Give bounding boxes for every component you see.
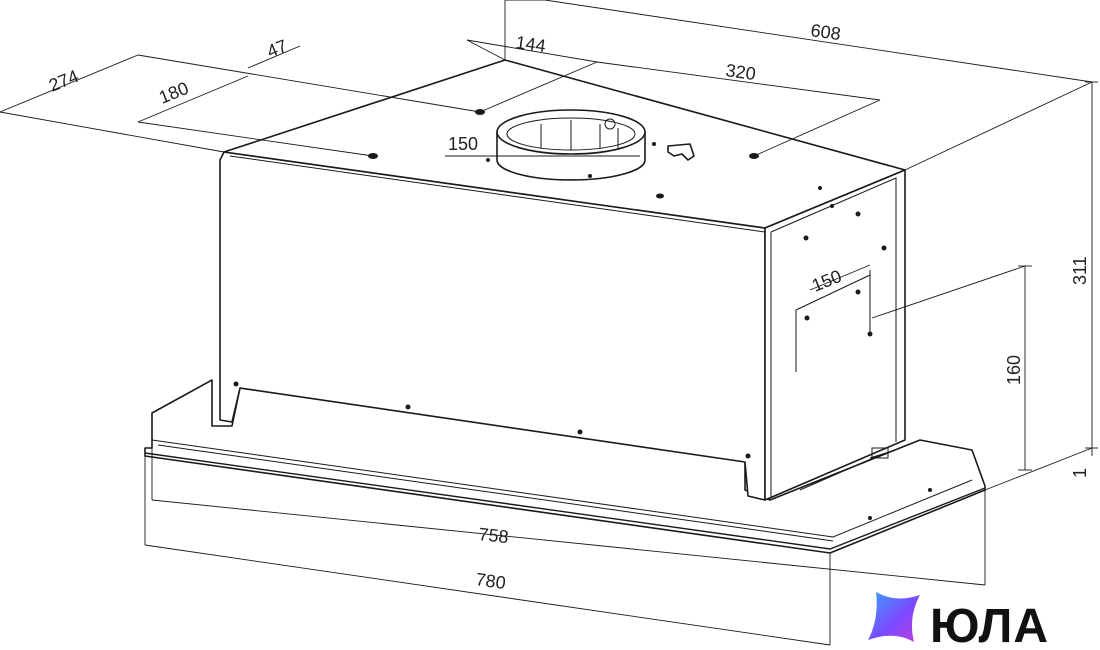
side-face-flange	[770, 177, 897, 497]
dim-outer-width: 780	[474, 569, 507, 593]
brand-wordmark: ЮЛА	[930, 600, 1049, 650]
latch-detail	[871, 447, 889, 459]
dim-height: 311	[1070, 256, 1090, 285]
side-face	[764, 169, 906, 501]
dim-panel-gap: 1	[1070, 468, 1090, 478]
dim-inner-width: 758	[478, 524, 510, 547]
dim-total-width: 608	[809, 20, 842, 44]
dim-side-hole-height: 160	[1004, 355, 1024, 385]
dim-overall-depth: 274	[46, 66, 81, 96]
damper-clip	[667, 143, 695, 161]
dim-collar-diameter: 150	[448, 134, 478, 154]
brand-logo-mark-icon	[868, 592, 920, 642]
dim-hole-offset: 47	[264, 36, 290, 62]
bottom-panel	[144, 379, 986, 554]
rail-detail	[799, 449, 896, 491]
side-slot-bridge	[795, 274, 871, 311]
dim-hole-spacing-depth: 180	[156, 78, 191, 108]
bottom-panel-lip	[157, 444, 834, 542]
bottom-panel-inner-edge	[151, 439, 973, 538]
dim-collar-offset: 144	[514, 32, 547, 56]
top-front-flange	[229, 155, 766, 233]
outlet-collar	[496, 109, 646, 181]
bottom-panel-front-edge	[144, 452, 986, 550]
dim-hole-spacing-width: 320	[724, 60, 757, 84]
